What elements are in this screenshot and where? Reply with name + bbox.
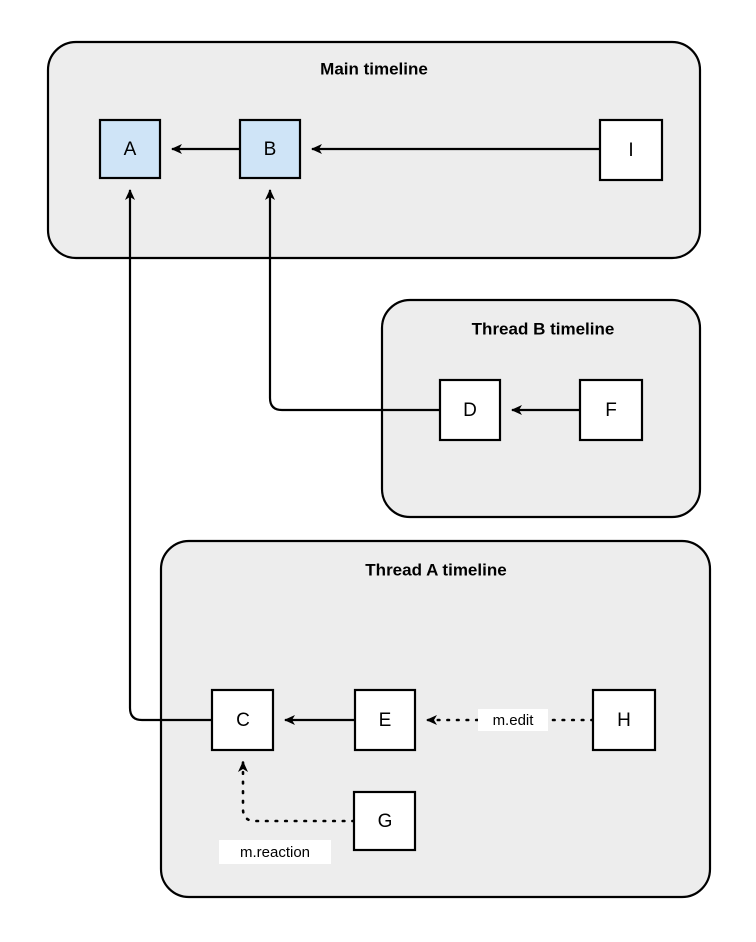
- edge-label-m-reaction: m.reaction: [219, 840, 331, 864]
- container-thread-b-timeline-title: Thread B timeline: [472, 319, 615, 338]
- node-f-label: F: [605, 400, 617, 421]
- edge-d-to-b: [265, 189, 440, 412]
- edge-c-to-a: [125, 189, 212, 722]
- node-g-box[interactable]: [352, 790, 417, 852]
- node-e[interactable]: E: [353, 688, 417, 752]
- node-b-box[interactable]: [238, 118, 302, 180]
- container-thread-a-timeline-title: Thread A timeline: [365, 560, 506, 579]
- edge-label-m-edit-text: m.edit: [493, 712, 535, 729]
- node-c-box[interactable]: [210, 688, 275, 752]
- node-d-box[interactable]: [438, 378, 502, 442]
- node-c-label: C: [236, 710, 250, 731]
- node-i-box[interactable]: [598, 118, 664, 182]
- container-thread-b-timeline-box: [380, 298, 702, 519]
- node-b-label: B: [264, 139, 277, 160]
- edge-label-m-reaction-bg: [219, 840, 331, 864]
- edge-label-m-edit-bg: [478, 709, 548, 731]
- node-e-label: E: [379, 710, 392, 731]
- container-main-timeline-title: Main timeline: [320, 59, 428, 78]
- node-h-label: H: [617, 710, 631, 731]
- edge-label-m-edit: m.edit: [478, 709, 548, 731]
- node-h[interactable]: H: [591, 688, 657, 752]
- node-a-box[interactable]: [98, 118, 162, 180]
- edge-label-m-reaction-text: m.reaction: [240, 844, 310, 861]
- node-f-box[interactable]: [578, 378, 644, 442]
- node-h-box[interactable]: [591, 688, 657, 752]
- node-g[interactable]: G: [352, 790, 417, 852]
- node-c[interactable]: C: [210, 688, 275, 752]
- node-g-label: G: [378, 811, 393, 832]
- node-i[interactable]: I: [598, 118, 664, 182]
- node-d[interactable]: D: [438, 378, 502, 442]
- container-thread-b-timeline: Thread B timeline: [380, 298, 702, 519]
- node-d-label: D: [463, 400, 477, 421]
- node-e-box[interactable]: [353, 688, 417, 752]
- node-b[interactable]: B: [238, 118, 302, 180]
- node-a[interactable]: A: [98, 118, 162, 180]
- node-f[interactable]: F: [578, 378, 644, 442]
- node-i-label: I: [628, 140, 633, 161]
- node-a-label: A: [124, 139, 137, 160]
